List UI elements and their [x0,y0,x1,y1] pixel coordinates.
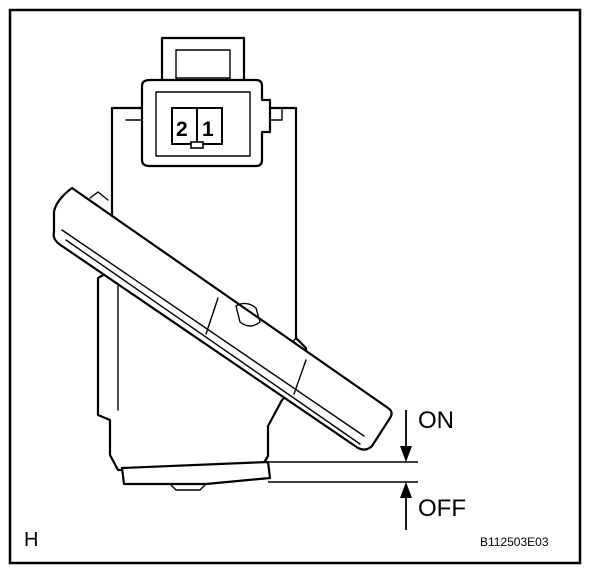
pin-1-label: 1 [202,118,214,141]
stroke-indicator [262,410,418,530]
switch-lever [52,186,393,451]
off-arrow-icon [400,482,412,498]
off-label: OFF [418,495,466,522]
pin-key [190,141,204,149]
on-label: ON [418,407,454,434]
pin-2-label: 2 [176,118,188,141]
diagram-frame [8,8,582,565]
on-arrow-icon [400,446,412,462]
figure-code: B112503E03 [480,535,549,549]
corner-label: H [24,529,38,551]
connector-housing [140,36,272,168]
